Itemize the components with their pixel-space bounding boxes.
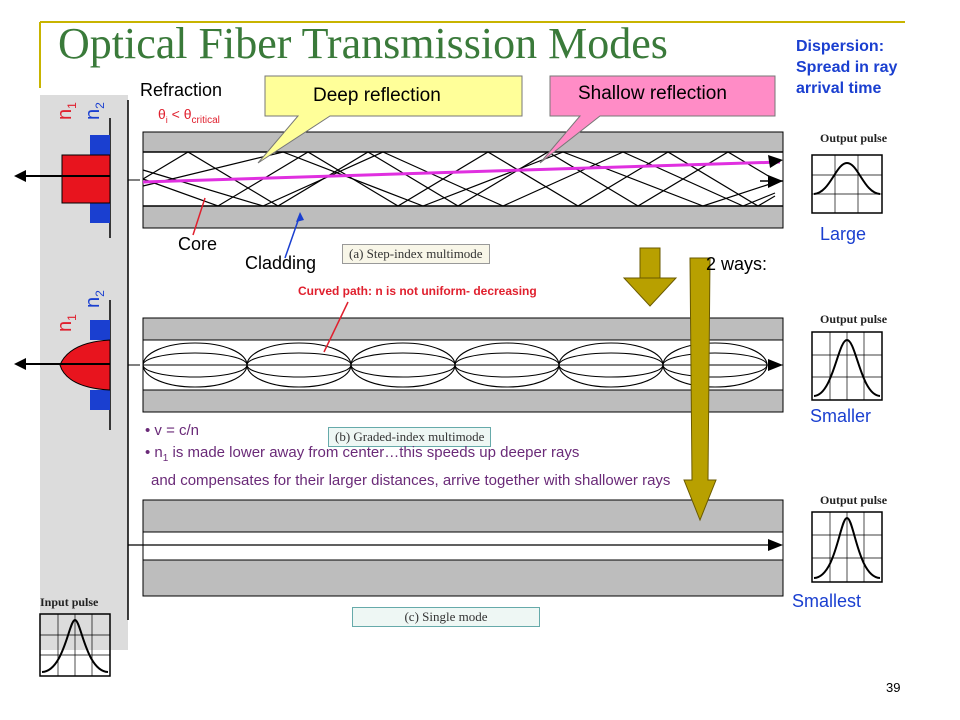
output-pulse-large-graph [811, 154, 883, 214]
dispersion-line-2: Spread in ray [796, 59, 898, 76]
input-pulse-title: Input pulse [40, 595, 99, 609]
two-ways-label: 2 ways: [706, 254, 768, 274]
olive-down-arrow-long [683, 257, 717, 522]
graded-index-profile [14, 300, 111, 430]
core-label: Core [178, 234, 218, 254]
output-pulse-title-a: Output pulse [820, 131, 888, 145]
olive-down-arrow-short [622, 247, 678, 307]
bullet-list: • v = c/n • n1 is made lower away from c… [145, 420, 670, 492]
output-pulse-smaller-graph [811, 331, 883, 401]
n1-label-b: n1 [54, 314, 79, 332]
pulse-label-smallest: Smallest [792, 591, 862, 611]
deep-reflection-callout [257, 75, 523, 164]
single-mode-fiber [128, 499, 784, 597]
output-pulse-title-c: Output pulse [820, 493, 888, 507]
bullet-2-continuation: and compensates for their larger distanc… [151, 472, 671, 489]
n2-label-b: n2 [82, 290, 107, 308]
dispersion-line-1: Dispersion: [796, 38, 885, 55]
caption-step-index: (a) Step-index multimode [342, 244, 490, 264]
input-pulse-graph [39, 613, 111, 677]
slide-title: Optical Fiber Transmission Modes [58, 19, 668, 68]
shallow-reflection-label: Shallow reflection [578, 83, 727, 104]
bullet-2: • n1 is made lower away from center…this… [145, 444, 580, 464]
shallow-reflection-callout [539, 75, 776, 164]
pulse-label-large: Large [820, 224, 867, 244]
dispersion-line-3: arrival time [796, 80, 882, 97]
refraction-label: Refraction [140, 80, 223, 100]
bullet-1: • v = c/n [145, 422, 200, 439]
output-pulse-smallest-graph [811, 511, 883, 583]
deep-reflection-label: Deep reflection [313, 85, 441, 106]
step-index-profile [14, 118, 111, 238]
output-pulse-title-b: Output pulse [820, 312, 888, 326]
n2-label-a: n2 [82, 102, 107, 120]
step-index-fiber [142, 131, 784, 229]
n1-label-a: n1 [54, 102, 79, 120]
theta-condition: θi < θcritical [158, 106, 220, 126]
graded-index-fiber [142, 317, 784, 413]
cladding-label: Cladding [245, 253, 317, 273]
curved-path-note: Curved path: n is not uniform- decreasin… [298, 284, 537, 298]
dispersion-note: Dispersion: Spread in ray arrival time [796, 36, 897, 99]
pulse-label-smaller: Smaller [810, 406, 872, 426]
caption-single-mode: (c) Single mode [352, 607, 540, 627]
page-number: 39 [886, 680, 901, 695]
caption-graded-index: (b) Graded-index multimode [328, 427, 492, 447]
